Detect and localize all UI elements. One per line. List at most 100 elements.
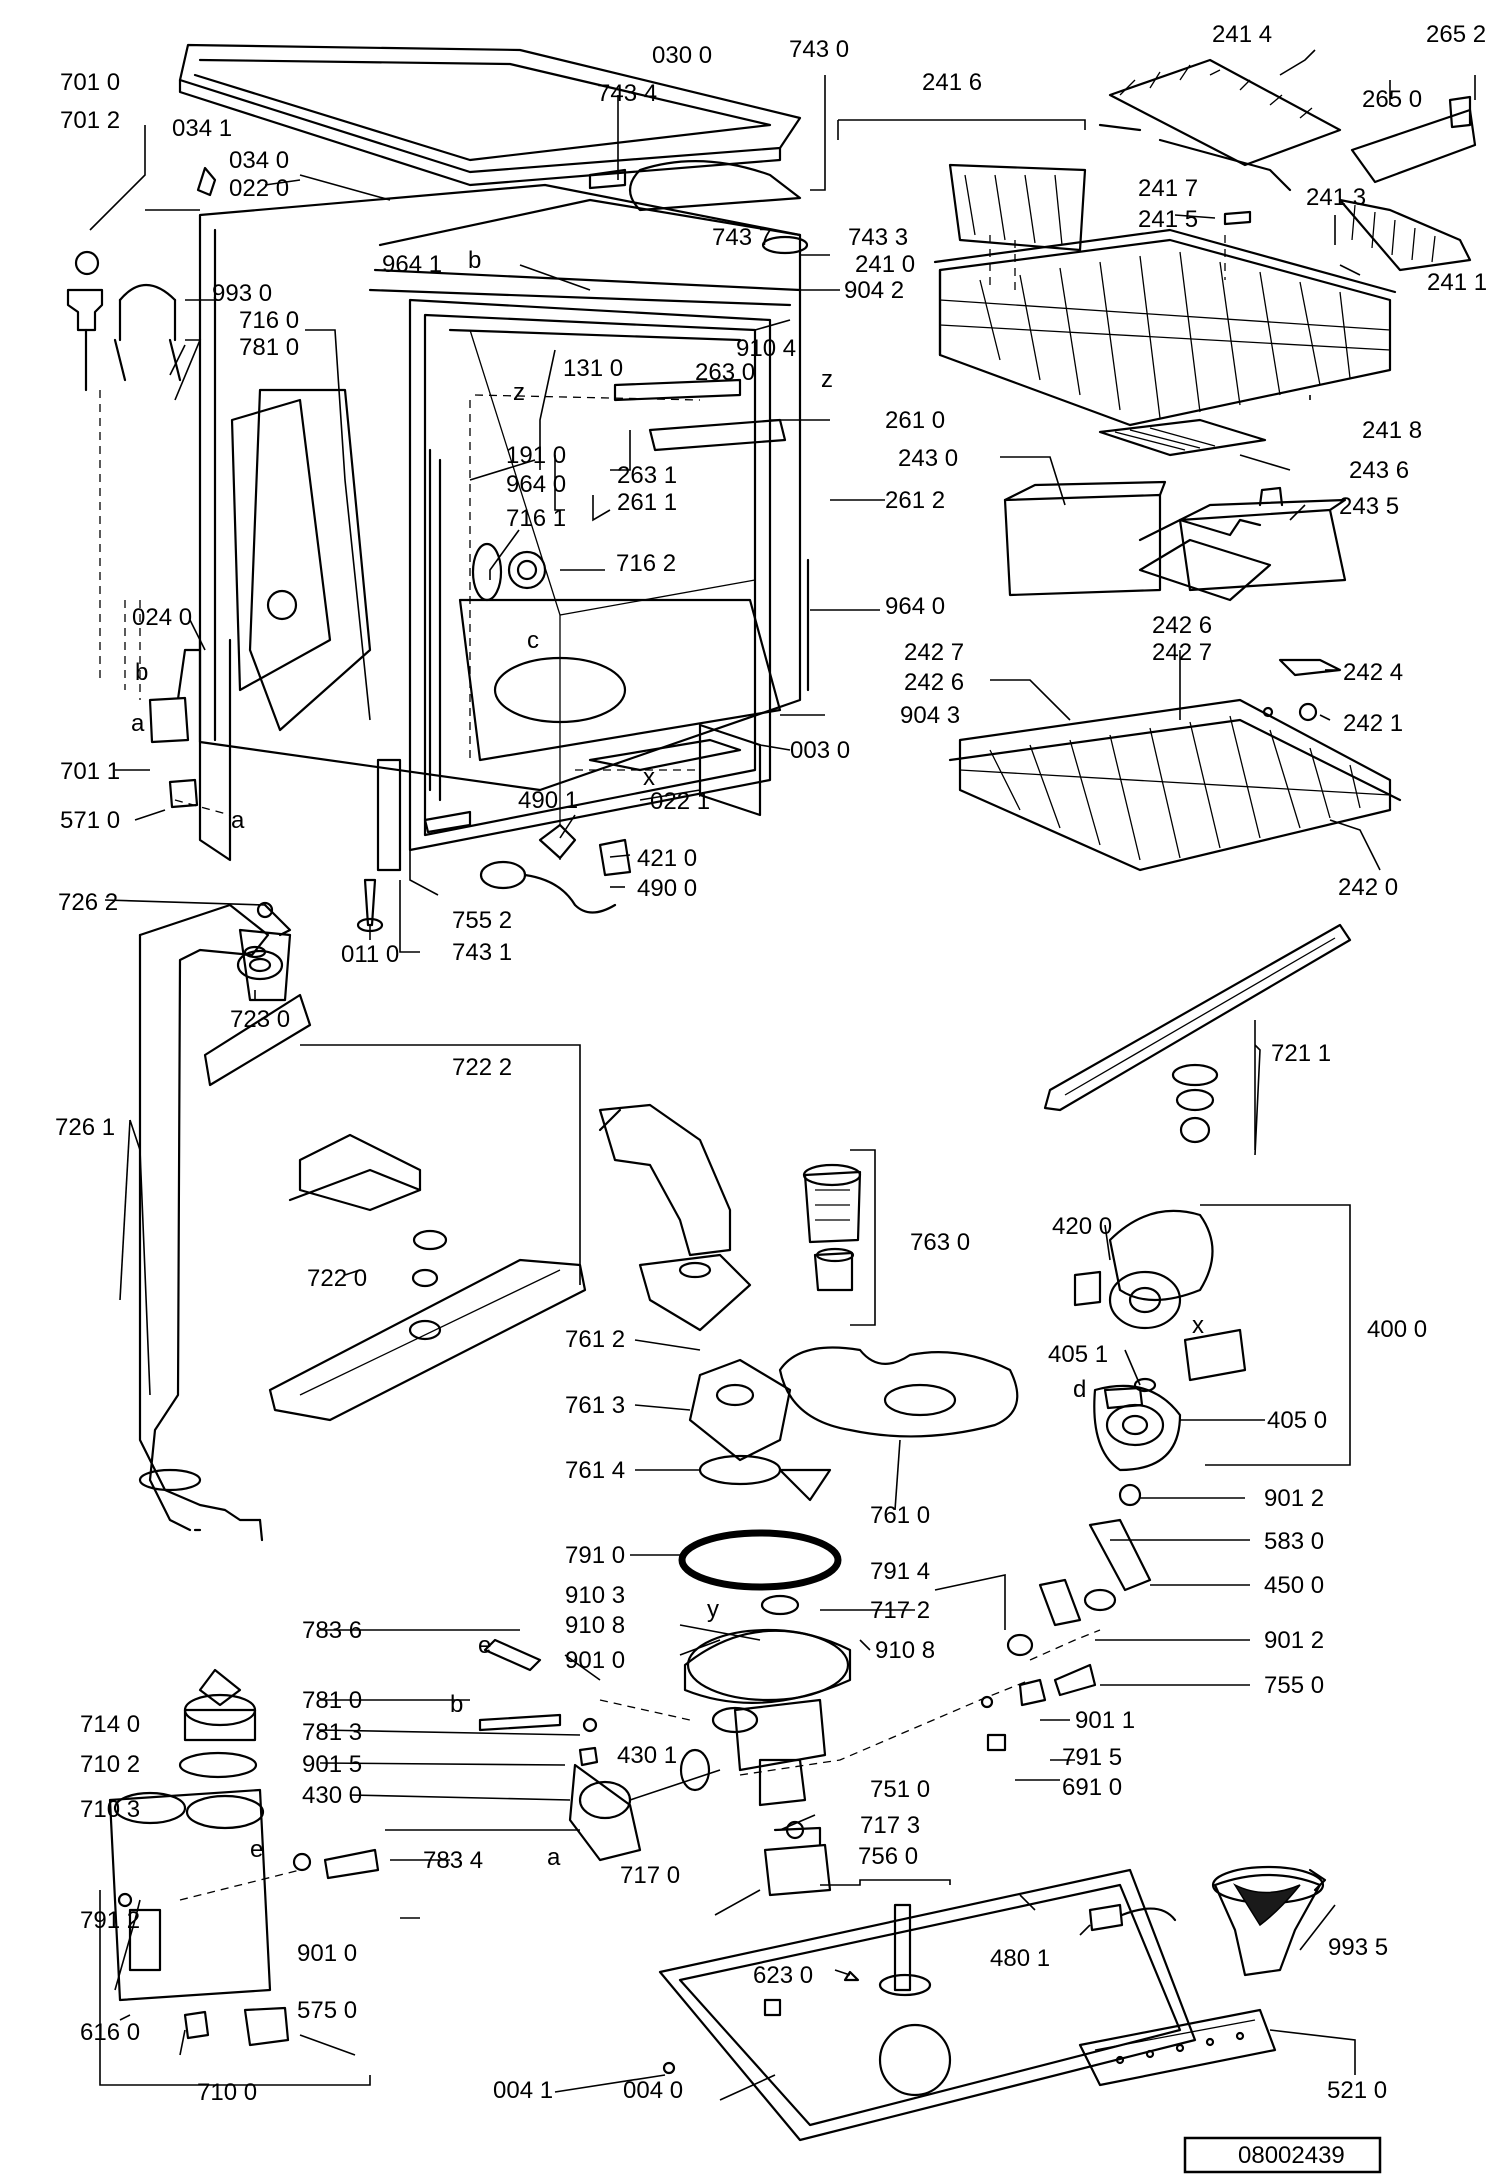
- part-label-241-6: 241 6: [922, 69, 982, 96]
- part-label-022-1: 022 1: [650, 788, 710, 815]
- control-panel-drawing: [1078, 2008, 1277, 2087]
- part-label-131-0: 131 0: [563, 355, 623, 382]
- ref-letter-x: x: [1192, 1312, 1204, 1339]
- upper-spray-arm-drawing: [203, 928, 587, 1422]
- sump-filter-plate-drawing: [688, 1346, 1019, 1502]
- ref-letter-b: b: [135, 659, 148, 686]
- part-label-490-0: 490 0: [637, 875, 697, 902]
- part-label-034-1: 034 1: [172, 115, 232, 142]
- part-label-004-1: 004 1: [493, 2077, 553, 2104]
- sump-drawing: [679, 1594, 852, 1807]
- rack-accessories-drawing: [1098, 58, 1477, 272]
- part-label-717-3: 717 3: [860, 1812, 920, 1839]
- part-label-743-7: 743 7: [712, 224, 772, 251]
- drain-hoses-drawing: [980, 1518, 1152, 1752]
- part-label-265-2: 265 2: [1426, 21, 1486, 48]
- part-label-242-4: 242 4: [1343, 659, 1403, 686]
- ref-letter-e: e: [478, 1632, 491, 1659]
- filter-drawing: [802, 1163, 862, 1292]
- part-labels: 030 0 743 0 743 4 701 0 701 2 034 1 034 …: [55, 21, 1487, 2106]
- worktop-lid-drawing: [178, 43, 802, 187]
- part-label-781-3: 781 3: [302, 1719, 362, 1746]
- part-label-623-0: 623 0: [753, 1962, 813, 1989]
- part-label-243-6: 243 6: [1349, 457, 1409, 484]
- part-label-781-0-a: 781 0: [239, 334, 299, 361]
- part-label-726-1: 726 1: [55, 1114, 115, 1141]
- lower-pipe-drawing: [598, 1103, 752, 1332]
- ref-letter-e: e: [250, 1836, 263, 1863]
- part-label-521-0: 521 0: [1327, 2077, 1387, 2104]
- part-label-901-0-b: 901 0: [297, 1940, 357, 1967]
- motor-pump-drawing: [1073, 1209, 1247, 1507]
- part-label-242-7-a: 242 7: [904, 639, 964, 666]
- part-label-034-0: 034 0: [229, 147, 289, 174]
- part-label-450-0: 450 0: [1264, 1572, 1324, 1599]
- part-label-901-5: 901 5: [302, 1751, 362, 1778]
- thermostat-drawing: [763, 1820, 832, 1897]
- part-label-004-0: 004 0: [623, 2077, 683, 2104]
- ref-letter-b: b: [450, 1691, 463, 1718]
- part-label-901-2-b: 901 2: [1264, 1627, 1324, 1654]
- ref-letter-a: a: [231, 807, 245, 834]
- part-label-575-0: 575 0: [297, 1997, 357, 2024]
- part-label-241-0: 241 0: [855, 251, 915, 278]
- part-label-571-0: 571 0: [60, 807, 120, 834]
- part-label-710-0: 710 0: [197, 2079, 257, 2106]
- part-label-721-1: 721 1: [1271, 1040, 1331, 1067]
- base-plate-drawing: [658, 1868, 1197, 2142]
- part-label-420-0: 420 0: [1052, 1213, 1112, 1240]
- part-label-241-1: 241 1: [1427, 269, 1487, 296]
- part-label-191-0: 191 0: [506, 442, 566, 469]
- part-label-761-0: 761 0: [870, 1502, 930, 1529]
- part-label-761-2: 761 2: [565, 1326, 625, 1353]
- part-label-241-7: 241 7: [1138, 175, 1198, 202]
- lower-basket-drawing: [948, 658, 1402, 872]
- part-label-751-0: 751 0: [870, 1776, 930, 1803]
- part-label-717-0: 717 0: [620, 1862, 680, 1889]
- part-label-904-3: 904 3: [900, 702, 960, 729]
- part-label-714-0: 714 0: [80, 1711, 140, 1738]
- part-label-022-0: 022 0: [229, 175, 289, 202]
- lower-spray-arm-drawing: [1043, 923, 1352, 1144]
- part-label-910-3: 910 3: [565, 1582, 625, 1609]
- part-label-241-5: 241 5: [1138, 206, 1198, 233]
- part-label-791-4: 791 4: [870, 1558, 930, 1585]
- part-label-480-1: 480 1: [990, 1945, 1050, 1972]
- part-label-242-6-b: 242 6: [904, 669, 964, 696]
- part-label-243-5: 243 5: [1339, 493, 1399, 520]
- part-label-964-0-a: 964 0: [506, 471, 566, 498]
- document-number-box: 08002439: [1183, 2136, 1382, 2174]
- part-label-901-1: 901 1: [1075, 1707, 1135, 1734]
- part-label-716-1: 716 1: [506, 505, 566, 532]
- funnel-drawing: [1211, 1865, 1327, 1977]
- ref-letter-z: z: [513, 379, 525, 406]
- part-label-755-2: 755 2: [452, 907, 512, 934]
- part-label-743-1: 743 1: [452, 939, 512, 966]
- part-label-405-1: 405 1: [1048, 1341, 1108, 1368]
- part-label-910-8-a: 910 8: [565, 1612, 625, 1639]
- ref-letter-a: a: [131, 710, 145, 737]
- part-label-242-6-a: 242 6: [1152, 612, 1212, 639]
- part-label-242-7-b: 242 7: [1152, 639, 1212, 666]
- ref-letter-y: y: [707, 1596, 719, 1623]
- part-label-791-2: 791 2: [80, 1907, 140, 1934]
- reference-letters: a b a b c d e e x x z z y b a: [131, 247, 1204, 1871]
- part-label-261-0: 261 0: [885, 407, 945, 434]
- ref-letter-x: x: [643, 764, 655, 791]
- part-label-701-1: 701 1: [60, 758, 120, 785]
- part-label-241-8: 241 8: [1362, 417, 1422, 444]
- inlet-solenoid-drawing: [356, 810, 632, 933]
- part-label-743-3: 743 3: [848, 224, 908, 251]
- softener-salt-container-drawing: [108, 1668, 290, 2047]
- part-label-743-0: 743 0: [789, 36, 849, 63]
- part-label-716-2: 716 2: [616, 550, 676, 577]
- part-label-791-5: 791 5: [1062, 1744, 1122, 1771]
- part-label-722-2: 722 2: [452, 1054, 512, 1081]
- part-label-024-0: 024 0: [132, 604, 192, 631]
- part-label-781-0-b: 781 0: [302, 1687, 362, 1714]
- part-label-265-0: 265 0: [1362, 86, 1422, 113]
- part-label-691-0: 691 0: [1062, 1774, 1122, 1801]
- part-label-723-0: 723 0: [230, 1006, 290, 1033]
- part-label-710-3: 710 3: [80, 1796, 140, 1823]
